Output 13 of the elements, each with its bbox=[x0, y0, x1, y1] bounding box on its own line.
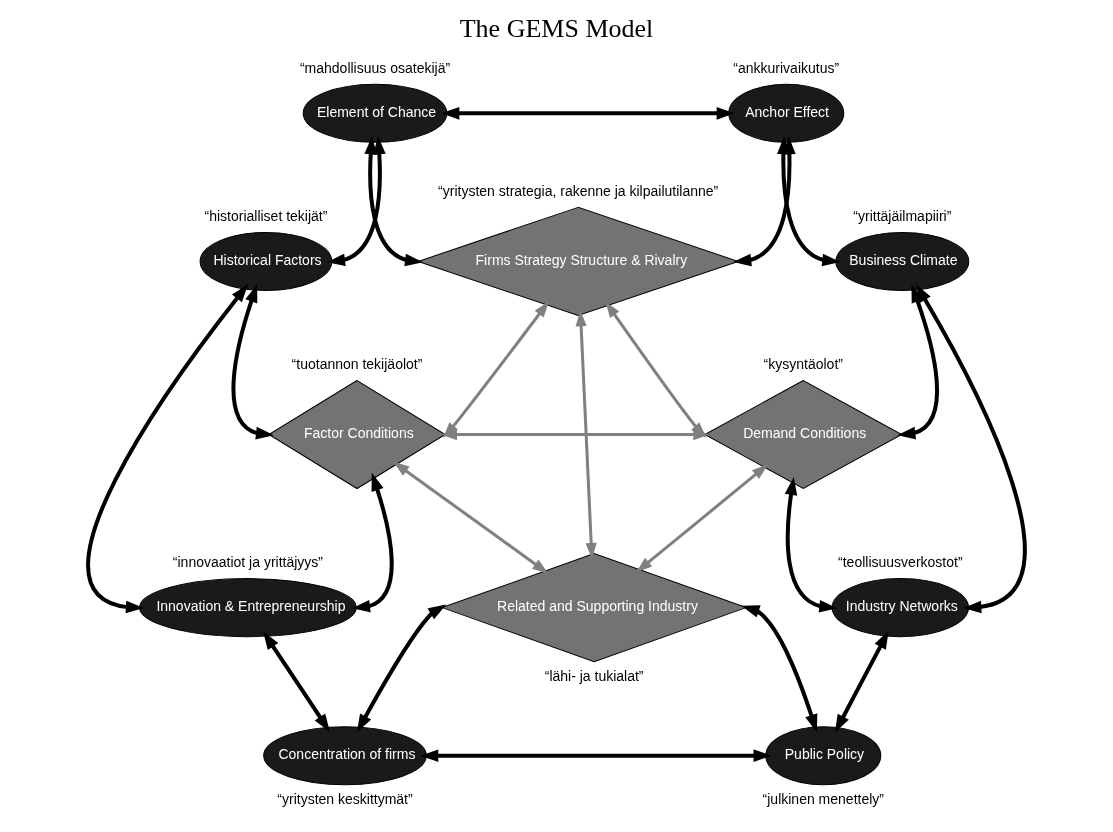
node-label: “historialliset tekijät” bbox=[204, 207, 328, 224]
node-label: “julkinen menettely” bbox=[762, 790, 884, 807]
node-label: “teollisuusverkostot” bbox=[838, 553, 963, 570]
node-label: “yritysten strategia, rakenne ja kilpailutilanne” bbox=[438, 182, 719, 199]
node-label: “yrittäjäilmapiiri” bbox=[853, 207, 952, 224]
diagram-title: The GEMS Model bbox=[459, 14, 654, 44]
node-label: “kysyntäolot” bbox=[763, 355, 843, 372]
node-label: “tuotannon tekijäolot” bbox=[291, 355, 423, 372]
node-label: “lähi- ja tukialat” bbox=[544, 667, 644, 684]
node-label: “yritysten keskittymät” bbox=[277, 790, 413, 807]
node-label: “innovaatiot ja yrittäjyys” bbox=[172, 553, 324, 570]
node-label: “ankkurivaikutus” bbox=[733, 59, 840, 76]
node-label: “mahdollisuus osatekijä” bbox=[299, 59, 451, 76]
